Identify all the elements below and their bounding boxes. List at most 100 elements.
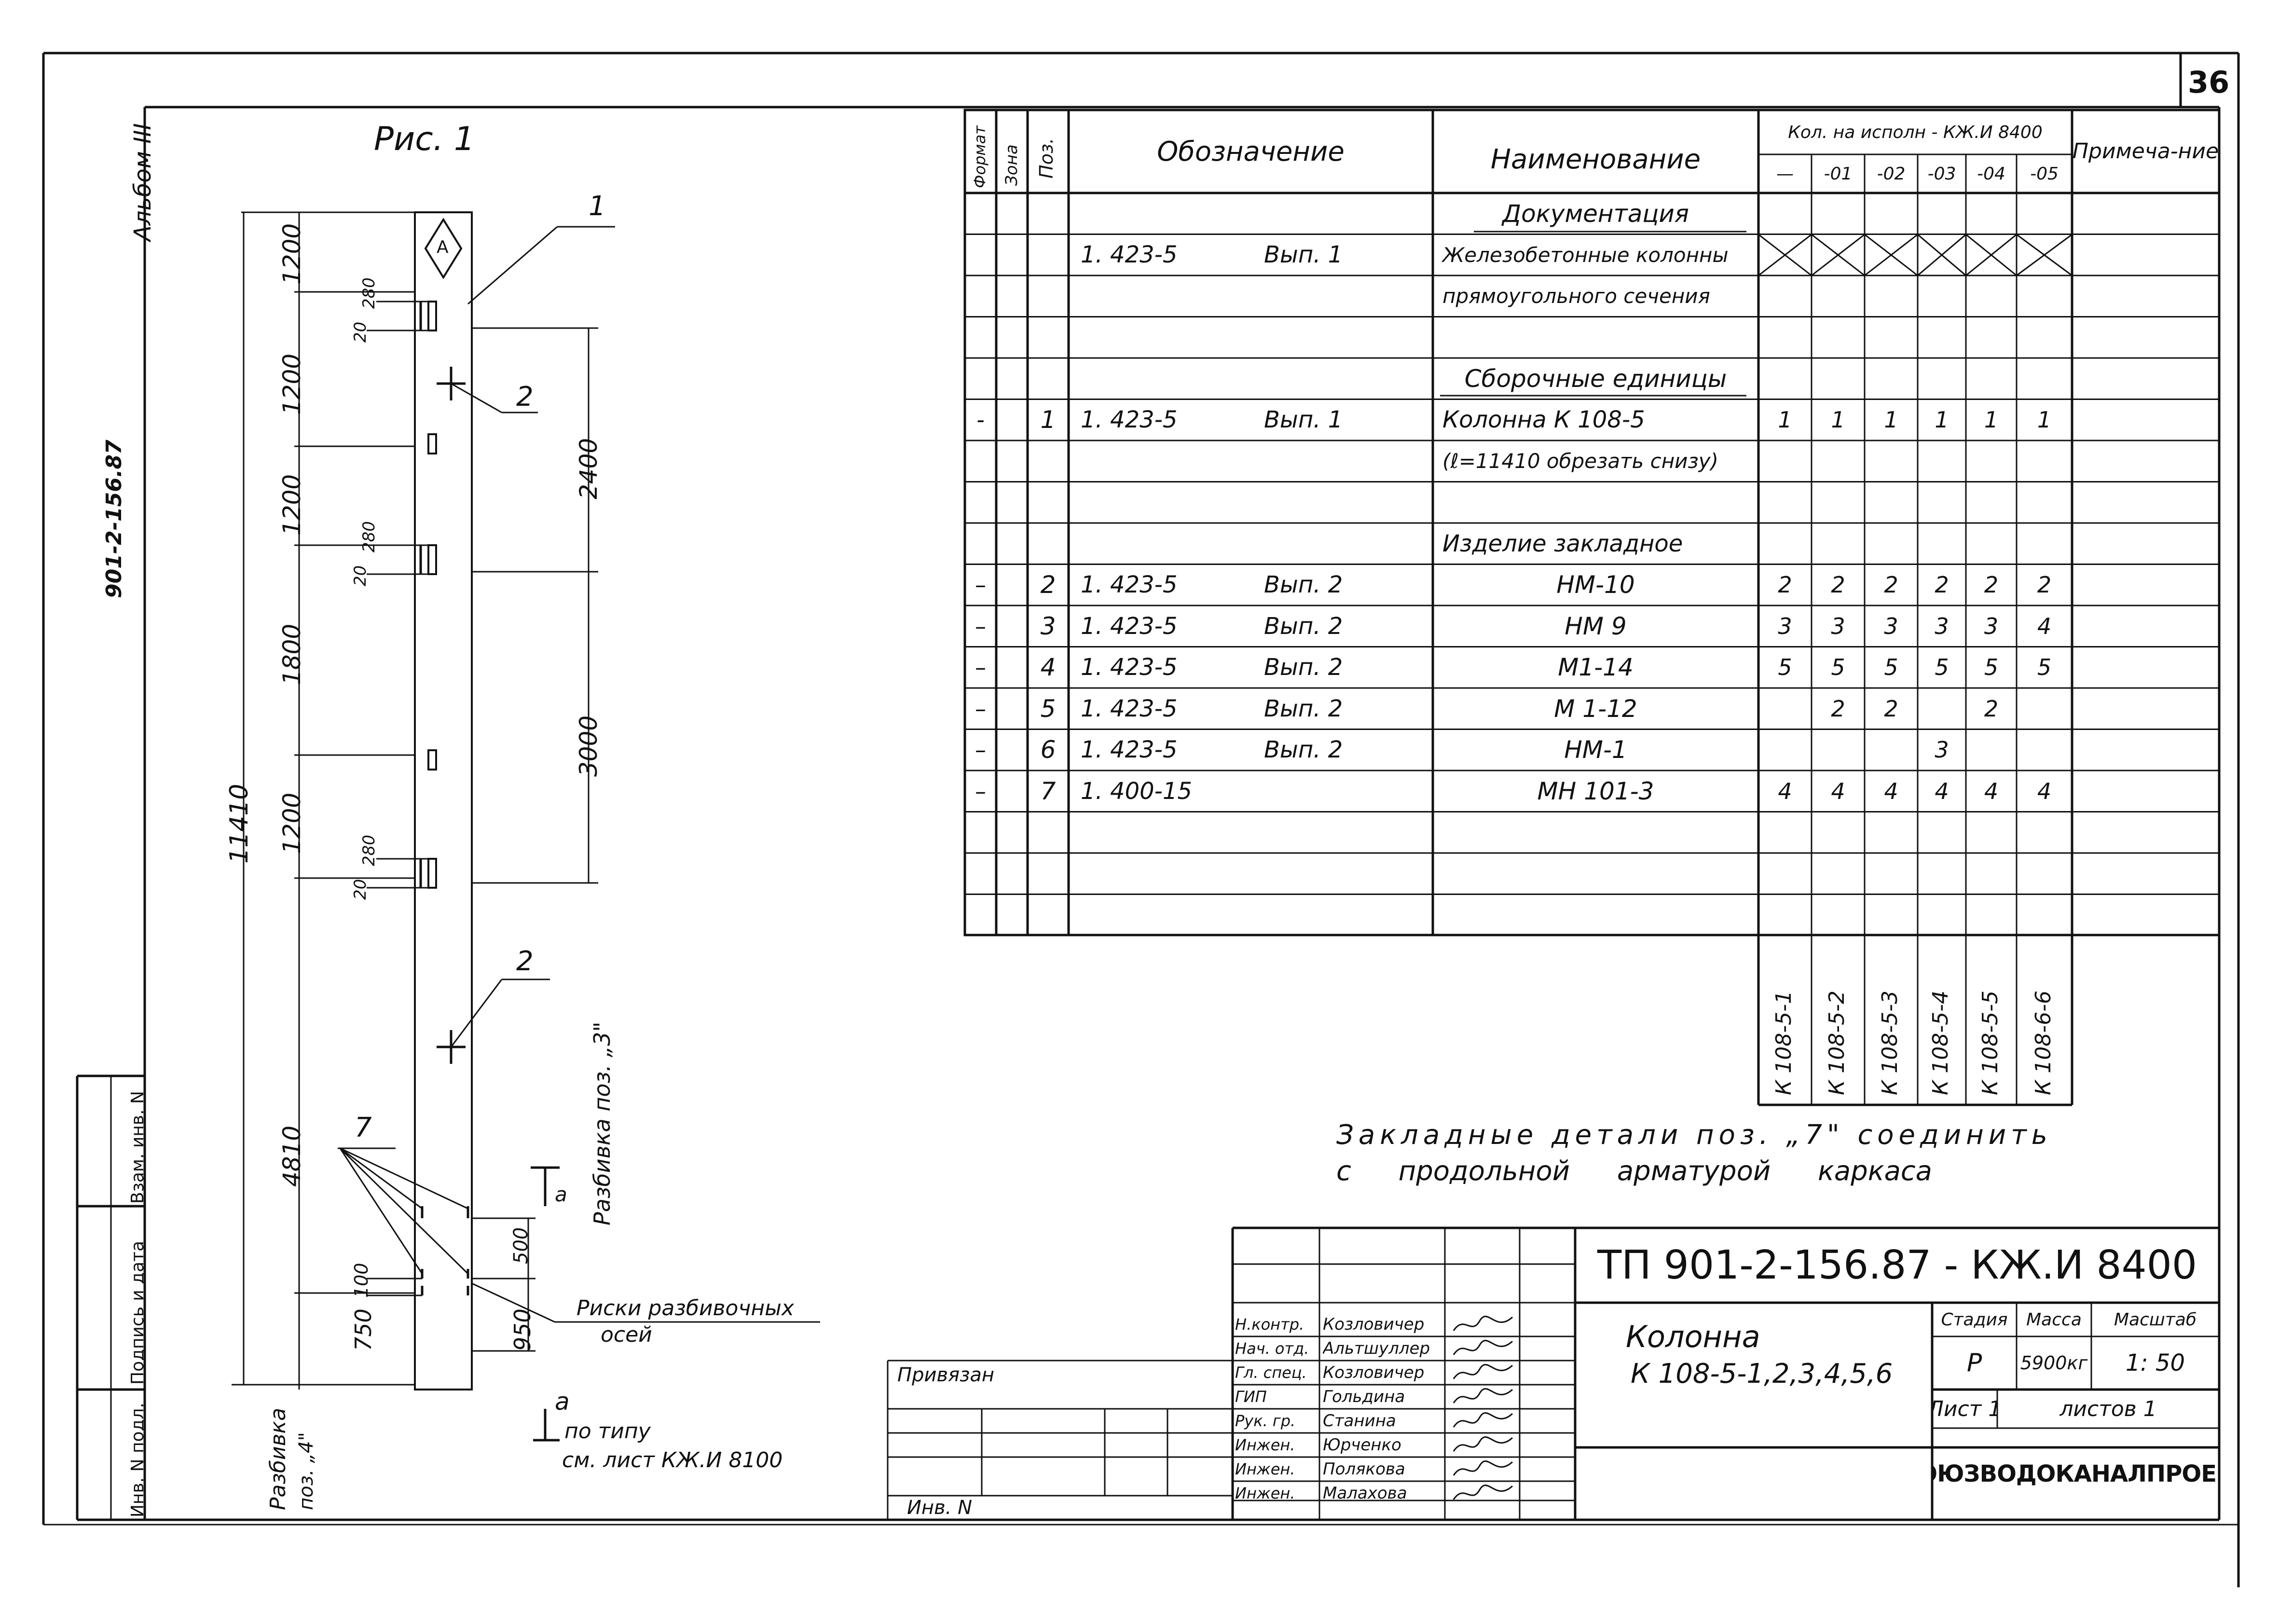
object-line-1: Колонна	[1626, 1319, 1760, 1354]
figure-title: Рис. 1	[374, 120, 475, 158]
staff-role: Инжен.	[1235, 1460, 1295, 1478]
row-designation: 1. 423-5	[1081, 612, 1178, 640]
row-name: (ℓ=11410 обрезать снизу)	[1442, 449, 1719, 473]
staff-role: Инжен.	[1235, 1484, 1295, 1502]
row-name: Документация	[1502, 199, 1689, 228]
row-name: М 1-12	[1554, 694, 1637, 723]
hdr-qty-title: Кол. на исполн - КЖ.И 8400	[1788, 122, 2043, 142]
row-designation: 1. 423-5	[1081, 241, 1178, 269]
section-note-2: см. лист КЖ.И 8100	[562, 1448, 783, 1473]
staff-name: Юрченко	[1323, 1435, 1401, 1455]
row-qty: 1	[1884, 407, 1898, 433]
strip-inv-original: Инв. N подл.	[128, 1403, 148, 1517]
hdr-variant: -01	[1824, 164, 1853, 184]
dim-small-500: 500	[510, 1227, 532, 1264]
row-qty: 5	[1935, 654, 1949, 681]
dim-left-2: 1200	[278, 353, 306, 415]
staff-role: Инжен.	[1235, 1436, 1295, 1454]
callout-2-lower: 2	[516, 946, 534, 977]
staff-role: Рук. гр.	[1235, 1412, 1296, 1430]
document-code: ТП 901-2-156.87 - КЖ.И 8400	[1597, 1242, 2197, 1288]
row-format: –	[975, 778, 986, 804]
row-qty: 2	[1935, 572, 1949, 598]
row-qty: 5	[2037, 654, 2052, 681]
dim-small-280-2: 280	[359, 521, 379, 552]
row-pos: 7	[1040, 777, 1056, 805]
dim-left-5: 1200	[278, 792, 306, 854]
bound-label: Привязан	[897, 1364, 995, 1386]
row-name: Колонна К 108-5	[1442, 406, 1645, 434]
row-format: -	[976, 407, 985, 433]
row-pos: 2	[1040, 571, 1056, 599]
row-issue: Вып. 1	[1264, 406, 1343, 434]
row-qty: 2	[1884, 695, 1898, 722]
row-pos: 3	[1040, 612, 1056, 640]
dim-small-20-1: 20	[351, 321, 370, 343]
staff-name: Козловичер	[1323, 1315, 1425, 1334]
row-qty: 2	[2037, 572, 2052, 598]
column-mark: К 108-5-1	[1771, 991, 1796, 1095]
staff-name: Малахова	[1323, 1484, 1407, 1503]
staff-name: Полякова	[1323, 1459, 1405, 1479]
row-name: Сборочные единицы	[1464, 364, 1727, 393]
sheet-label: Лист 1	[1932, 1396, 1997, 1421]
inv-label: Инв. N	[907, 1497, 972, 1519]
dim-left-1: 1200	[278, 223, 306, 285]
row-format: –	[975, 654, 986, 681]
row-name: М1-14	[1558, 653, 1634, 682]
layout-note-pos4-1: Разбивка	[266, 1407, 290, 1510]
row-issue: Вып. 2	[1264, 612, 1343, 640]
sheet-number: 36	[2188, 65, 2230, 100]
row-name: Железобетонные колонны	[1442, 243, 1729, 267]
hdr-variant: -04	[1977, 164, 2005, 184]
row-format: –	[975, 737, 986, 763]
signature-scribble	[1453, 1436, 1513, 1452]
strip-replaced-inv: Взам. инв. N	[128, 1091, 148, 1204]
signature-scribble	[1453, 1460, 1513, 1476]
dim-small-20-3: 20	[351, 879, 370, 900]
section-note-1: по типу	[564, 1419, 651, 1444]
row-qty: 4	[1831, 778, 1845, 804]
row-issue: Вып. 2	[1264, 654, 1343, 681]
row-designation: 1. 423-5	[1081, 571, 1178, 599]
row-qty: 3	[1984, 613, 1999, 639]
row-qty: 2	[1831, 572, 1845, 598]
column-mark: К 108-5-4	[1928, 991, 1953, 1095]
row-qty: 2	[1884, 572, 1898, 598]
signature-scribble	[1453, 1340, 1513, 1355]
row-qty: 5	[1831, 654, 1845, 681]
row-qty: 5	[1778, 654, 1792, 681]
strip-signature-date: Подпись и дата	[128, 1240, 148, 1385]
row-designation: 1. 423-5	[1081, 736, 1178, 764]
row-qty: 2	[1831, 695, 1845, 722]
stage-label: Стадия	[1941, 1309, 2008, 1330]
staff-role: Гл. спец.	[1235, 1363, 1307, 1382]
row-qty: 2	[1984, 695, 1999, 722]
section-label-top: а	[555, 1183, 567, 1206]
row-qty: 4	[2037, 613, 2052, 639]
dim-small-20-2: 20	[351, 565, 370, 586]
row-qty: 3	[1935, 613, 1949, 639]
organization: СОЮЗВОДОКАНАЛПРОЕКТ	[1932, 1460, 2219, 1487]
object-line-2: К 108-5-1,2,3,4,5,6	[1631, 1358, 1893, 1390]
dim-right-1: 2400	[575, 438, 603, 499]
row-pos: 6	[1040, 736, 1056, 764]
album-label: Альбом III	[129, 123, 156, 241]
row-issue: Вып. 2	[1264, 571, 1343, 599]
row-qty: 1	[1984, 407, 1999, 433]
scale-value: 1: 50	[2125, 1349, 2185, 1376]
axis-ticks-note-2: осей	[601, 1322, 652, 1347]
staff-role: Н.контр.	[1235, 1315, 1304, 1334]
layout-note-pos3: Разбивка поз. „3"	[589, 1021, 615, 1225]
callout-2-upper: 2	[516, 381, 534, 413]
callout-1: 1	[589, 191, 606, 222]
dim-small-280-1: 280	[359, 277, 379, 309]
section-label-bottom: а	[555, 1388, 570, 1416]
signature-scribble	[1453, 1364, 1513, 1379]
hdr-variant: —	[1776, 164, 1794, 184]
row-qty: 1	[1831, 407, 1845, 433]
column-mark: К 108-5-2	[1825, 991, 1849, 1095]
hdr-variant: -02	[1877, 164, 1906, 184]
stage-value: Р	[1966, 1349, 1982, 1377]
dim-small-950: 950	[509, 1308, 535, 1351]
